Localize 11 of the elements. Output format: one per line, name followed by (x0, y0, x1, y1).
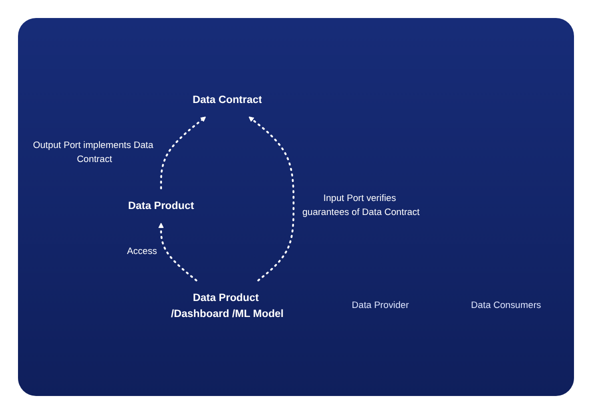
edge-label: Access (126, 246, 158, 257)
node-text: Data Product /Dashboard /ML Model (170, 292, 284, 320)
node-text: Data Product (128, 200, 194, 212)
edge-label: Input Port verifies guarantees of Data Contract (302, 193, 420, 218)
edge-label: Output Port implements Data Contract (32, 140, 154, 165)
node-text: Data Consumers (471, 300, 542, 311)
arrow (158, 223, 198, 282)
arrow (248, 116, 294, 282)
node-text: Data Provider (352, 300, 409, 311)
arrow (160, 116, 206, 190)
node-text: Data Contract (192, 94, 262, 106)
